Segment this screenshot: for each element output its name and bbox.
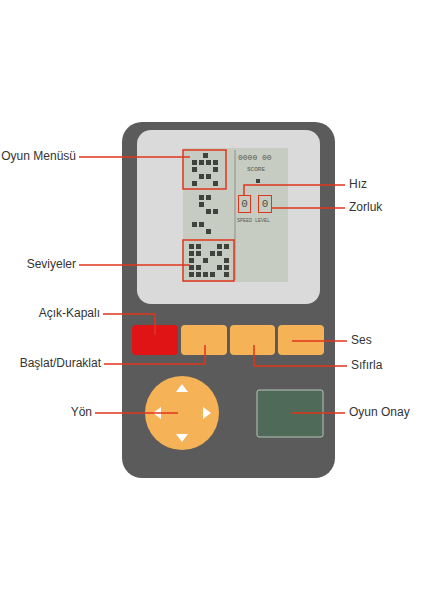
callout-label: Yön (71, 406, 92, 419)
lcd-pixel (224, 258, 229, 263)
lcd-pixel (199, 195, 204, 200)
lcd-pixel (199, 160, 204, 165)
lcd-pixel (224, 272, 229, 277)
screen-bezel (137, 130, 320, 304)
digit: 0 (241, 198, 248, 210)
lcd-pixel (224, 265, 229, 270)
lcd-pixel (192, 222, 197, 227)
lcd-pixel (217, 251, 222, 256)
lcd-pixel (196, 265, 201, 270)
lcd-pixel (199, 222, 204, 227)
lcd-pixel (196, 251, 201, 256)
lcd-pixel (210, 272, 215, 277)
lcd-pixel (206, 160, 211, 165)
reset-button (230, 325, 275, 355)
callout-label: Ses (351, 334, 372, 347)
lcd-pixel (217, 265, 222, 270)
digit: 0 (262, 198, 269, 210)
start-button (181, 325, 227, 355)
callout-label: Hız (349, 178, 367, 191)
lcd-pixel (217, 244, 222, 249)
lcd-pixel (213, 160, 218, 165)
score-caption: SCORE (247, 167, 265, 174)
lcd-pixel (203, 153, 208, 158)
lcd-pixel (203, 272, 208, 277)
lcd-pixel (206, 174, 211, 179)
callout-label: Sıfırla (351, 359, 382, 372)
level-digit-box: 0 (258, 195, 272, 213)
lcd-pixel (210, 251, 215, 256)
lcd-dot (256, 179, 260, 183)
lcd-pixel (213, 209, 218, 214)
callout-label: Seviyeler (27, 258, 76, 271)
sound-button (278, 325, 324, 355)
tetris-pixels (189, 153, 229, 277)
lcd-pixel (189, 251, 194, 256)
callout-label: Başlat/Duraklat (20, 357, 101, 370)
lcd-pixel (206, 229, 211, 234)
lcd-pixel (189, 258, 194, 263)
device-body (122, 122, 335, 478)
menu-highlight (183, 150, 226, 189)
lcd-pixel (224, 244, 229, 249)
callout-label: Oyun Menüsü (1, 150, 76, 163)
lcd-pixel (189, 272, 194, 277)
lcd-pixel (192, 160, 197, 165)
lcd-pixel (192, 181, 197, 186)
callout-label: Zorluk (349, 201, 382, 214)
lcd-pixel (203, 258, 208, 263)
lcd-pixel (213, 167, 218, 172)
lcd-pixel (199, 202, 204, 207)
callout-label: Açık-Kapalı (39, 307, 100, 320)
callout-label: Oyun Onay (349, 406, 410, 419)
lcd-screen (183, 148, 288, 282)
leader-lines (79, 157, 347, 413)
lcd-pixel (192, 167, 197, 172)
lcd-pixel (206, 209, 211, 214)
lcd-pixel (189, 244, 194, 249)
score-digits: 0000 00 (238, 154, 272, 163)
lcd-pixel (196, 272, 201, 277)
lcd-pixel (213, 181, 218, 186)
lcd-pixel (206, 195, 211, 200)
speed-digit-box: 0 (238, 195, 251, 213)
speed-level-caption: SPEED LEVEL (237, 219, 270, 225)
lcd-pixel (199, 174, 204, 179)
lcd-pixel (196, 244, 201, 249)
levels-highlight (183, 240, 234, 281)
